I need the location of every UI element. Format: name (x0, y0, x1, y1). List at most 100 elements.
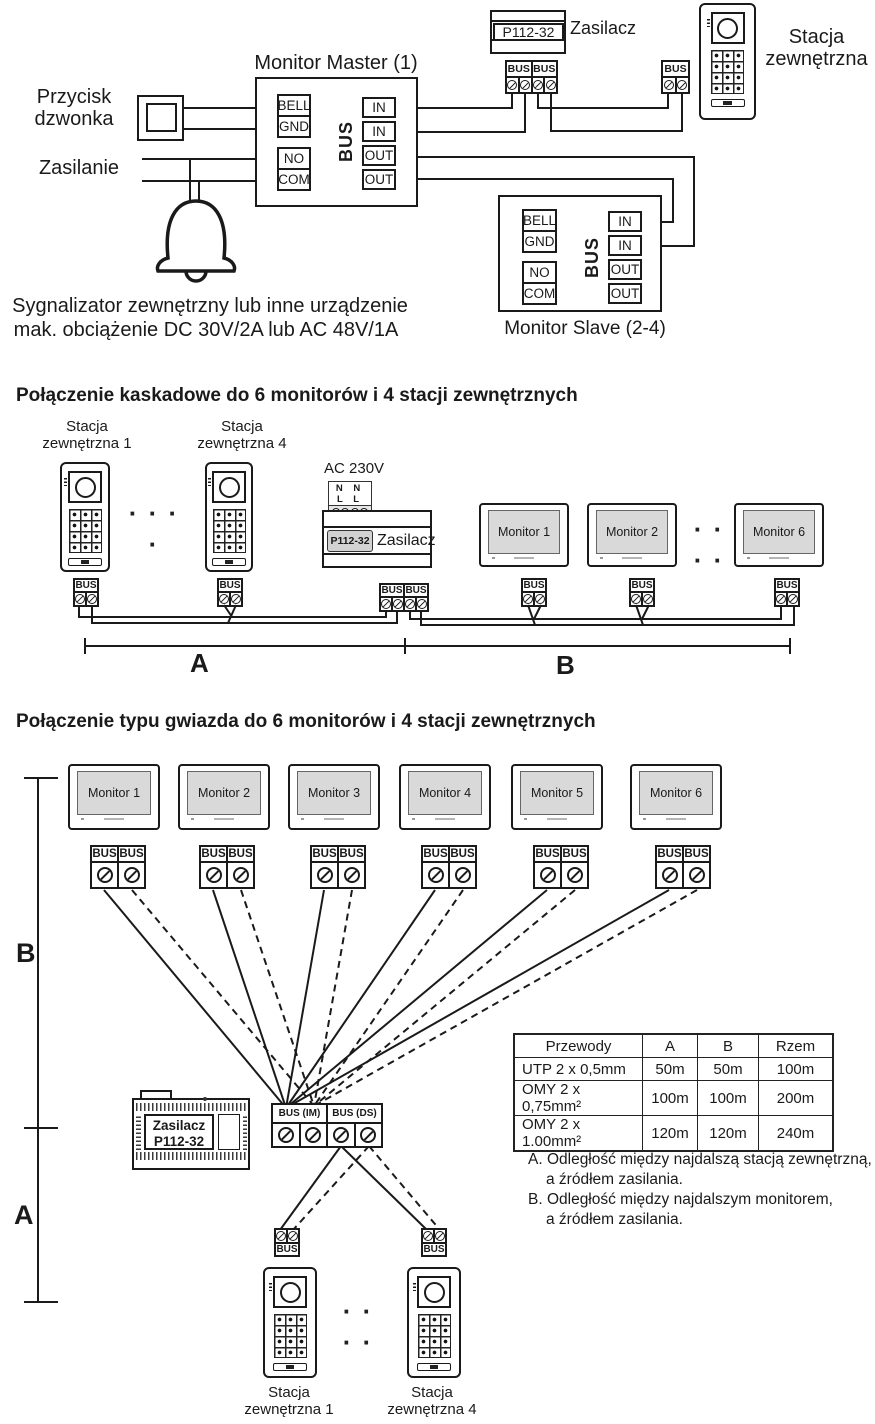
keypad (417, 1314, 451, 1358)
master-bus-label: BUS (336, 121, 356, 163)
screw-icon (520, 80, 531, 90)
call-button (212, 558, 246, 566)
screw-icon (87, 594, 97, 604)
screw-icon (677, 80, 688, 90)
terminal-bell: BELL (277, 94, 311, 117)
psu-top-name: Zasilacz (570, 18, 637, 38)
monitor: Monitor 6 (734, 503, 824, 567)
call-button (68, 558, 102, 566)
screw-icon (276, 1231, 286, 1241)
monitor-screen: Monitor 5 (520, 771, 594, 815)
slave-no-com-terminals: NO COM (522, 261, 557, 305)
screw-icon (427, 867, 444, 883)
call-button (710, 99, 745, 107)
station-label: Stacja zewnętrzna (765, 26, 868, 71)
keypad (68, 509, 102, 553)
note-a-line2: a źródłem zasilania. (546, 1171, 683, 1188)
bus-ds-cell: BUS (DS) (326, 1103, 383, 1124)
monitor-screen: Monitor 3 (297, 771, 371, 815)
screw-icon (360, 1127, 377, 1143)
screw-icon (205, 867, 222, 883)
camera-icon (269, 1276, 307, 1308)
screw-icon (454, 867, 471, 883)
terminal-in: IN (608, 211, 642, 232)
screw-icon (523, 594, 533, 604)
screw-icon (643, 594, 653, 604)
master-io-terminals: IN IN OUT OUT (362, 97, 396, 190)
screw-icon (688, 867, 705, 883)
door-station-panel (407, 1267, 461, 1378)
terminal-out: OUT (362, 145, 396, 166)
screw-icon (417, 599, 427, 609)
terminal-in: IN (362, 121, 396, 142)
screw-icon (343, 867, 360, 883)
cable-table: Przewody A B Rzem UTP 2 x 0,5mm 50m 50m … (513, 1033, 834, 1152)
bus-terminal-double: BUS BUS (310, 845, 366, 889)
doorbell-button-inner (146, 103, 177, 132)
monitor-screen: Monitor 6 (743, 510, 815, 554)
station4-label: Stacja zewnętrzna 4 (197, 418, 287, 452)
ellipsis-dots: · · · · (128, 498, 180, 559)
camera-icon (413, 1276, 451, 1308)
note-a-line1: A. Odległość między najdalszą stacją zew… (528, 1151, 872, 1168)
psu2-name: Zasilacz (377, 532, 436, 549)
psu3-label: Zasilacz P112-32 (144, 1114, 214, 1150)
monitor-screen: Monitor 1 (488, 510, 560, 554)
station1-label: Stacja zewnętrzna 1 (42, 418, 132, 452)
terminal-gnd: GND (277, 115, 311, 138)
ac-label: AC 230V (324, 460, 385, 477)
dim-b-label: B (16, 938, 36, 968)
bell-icon (155, 199, 237, 283)
psu2-model: P112-32 (327, 530, 373, 552)
monitor: Monitor 4 (399, 764, 491, 830)
ellipsis-dots: · · · · (693, 514, 725, 575)
monitor: Monitor 2 (178, 764, 270, 830)
terminal-out: OUT (362, 169, 396, 190)
screw-icon (277, 1127, 294, 1143)
screw-icon (332, 1127, 349, 1143)
monitor: Monitor 6 (630, 764, 722, 830)
note-b-line2: a źródłem zasilania. (546, 1211, 683, 1228)
section2-title: Połączenie kaskadowe do 6 monitorów i 4 … (16, 385, 578, 406)
bus-terminal-2: BUS (217, 578, 243, 607)
screw-icon (219, 594, 229, 604)
screw-icon (288, 1231, 298, 1241)
keypad (212, 509, 246, 553)
bus-terminal-4: BUS BUS (379, 583, 429, 612)
slave-title: Monitor Slave (2-4) (504, 318, 666, 339)
screw-icon (788, 594, 798, 604)
camera-icon (706, 12, 745, 44)
dim-a-label: A (190, 648, 209, 678)
screw-icon (123, 867, 140, 883)
station4-label: Stacja zewnętrzna 4 (387, 1384, 477, 1418)
section3-title: Połączenie typu gwiazda do 6 monitorów i… (16, 711, 596, 732)
terminal-out: OUT (608, 283, 642, 304)
hub-terminal: BUS (IM) BUS (DS) (271, 1103, 383, 1148)
terminal-com: COM (522, 282, 557, 305)
screw-icon (393, 599, 403, 609)
screw-icon (305, 1127, 322, 1143)
signaler-caption-line2: mak. obciążenie DC 30V/2A lub AC 48V/1A (13, 319, 399, 341)
screw-icon (663, 80, 674, 90)
terminal-out: OUT (608, 259, 642, 280)
keypad (273, 1314, 307, 1358)
screw-icon (405, 599, 415, 609)
screw-icon (535, 594, 545, 604)
bus-terminal-2: BUS (629, 578, 655, 607)
terminal-bell: BELL (522, 209, 557, 232)
monitor-screen: Monitor 2 (187, 771, 261, 815)
bus-terminal-double: BUS BUS (90, 845, 146, 889)
bus-terminal-2: BUS (73, 578, 99, 607)
monitor: Monitor 1 (68, 764, 160, 830)
master-bell-gnd-terminals: BELL GND (277, 94, 311, 138)
terminal-no: NO (522, 261, 557, 284)
screw-icon (423, 1231, 433, 1241)
terminal-com: COM (277, 168, 311, 191)
screw-icon (631, 594, 641, 604)
dim-a-label: A (14, 1200, 34, 1230)
bus-terminal-double: BUS BUS (533, 845, 589, 889)
monitor: Monitor 1 (479, 503, 569, 567)
monitor: Monitor 2 (587, 503, 677, 567)
screw-icon (545, 80, 556, 90)
master-title: Monitor Master (1) (254, 52, 418, 74)
